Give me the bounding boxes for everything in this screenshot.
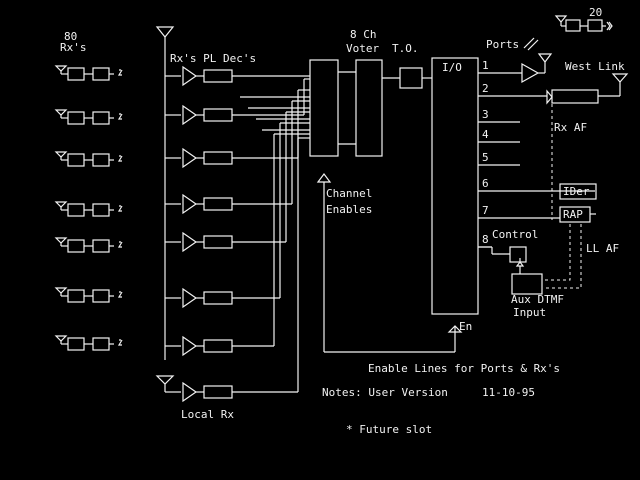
timeout-block <box>399 67 423 89</box>
future-slot-label: * Future slot <box>346 423 432 436</box>
receiver-amp-icon <box>182 65 198 87</box>
remote-link-4 <box>54 201 123 217</box>
remote-link-5 <box>54 237 123 253</box>
ider-label: IDer <box>563 185 590 198</box>
link-count-label: 20 <box>589 6 602 19</box>
pl-decoder-block <box>203 69 233 83</box>
ports-label: Ports <box>486 38 519 51</box>
pl-decoder-block <box>203 339 233 353</box>
pl-decoder-block <box>203 197 233 211</box>
io-block <box>431 57 479 315</box>
receiver-chains <box>165 65 310 357</box>
receiver-amp-icon <box>182 287 198 309</box>
timeout-label: T.O. <box>392 42 419 55</box>
remote-link-3 <box>54 151 123 167</box>
local-rx-label: Local Rx <box>181 408 234 421</box>
port-number-8: 8 <box>482 233 489 246</box>
enable-lines <box>316 173 463 353</box>
io-label: I/O <box>442 61 462 74</box>
enable-label: En <box>459 320 472 333</box>
remote-link-6 <box>54 287 123 303</box>
receiver-amp-icon <box>182 335 198 357</box>
date-label: 11-10-95 <box>482 386 535 399</box>
ll-af-line <box>545 224 582 289</box>
rx-chain-2 <box>165 78 310 126</box>
aux-dtmf-block <box>511 273 543 295</box>
remote-link-2 <box>54 109 123 125</box>
voter-input-block <box>309 59 339 157</box>
port-number-4: 4 <box>482 128 489 141</box>
aux-dtmf-label: Aux DTMF <box>511 293 564 306</box>
port-number-1: 1 <box>482 59 489 72</box>
rx-chain-3 <box>165 89 310 169</box>
rx-chain-5 <box>165 111 310 253</box>
remote-link-1 <box>54 65 123 81</box>
receiver-amp-icon <box>182 231 198 253</box>
voter-block <box>355 59 383 157</box>
receiver-amp-icon <box>182 193 198 215</box>
rx-chain-1 <box>165 65 310 87</box>
port-numbers: 1 2 3 4 5 6 7 8 <box>482 59 489 246</box>
port-number-6: 6 <box>482 177 489 190</box>
pl-decoder-block <box>203 151 233 165</box>
local-receiver <box>155 137 310 403</box>
port-number-7: 7 <box>482 204 489 217</box>
remote-count-label: 80 <box>64 30 77 43</box>
receive-antenna <box>155 26 175 360</box>
pl-decoder-block <box>203 235 233 249</box>
west-link-path <box>546 73 629 105</box>
receiver-amp-icon <box>182 104 198 126</box>
port-number-2: 2 <box>482 82 489 95</box>
channel-enables-label: Channel <box>326 187 372 200</box>
pl-decoder-block <box>203 108 233 122</box>
remote-link-7 <box>54 335 123 351</box>
channel-enables-label-2: Enables <box>326 203 372 216</box>
receiver-amp-icon <box>182 147 198 169</box>
west-link-label: West Link <box>565 60 625 73</box>
pl-decoder-block <box>203 291 233 305</box>
voter-channels-label: 8 Ch <box>350 28 377 41</box>
rx-chain-6 <box>165 122 310 309</box>
port-number-5: 5 <box>482 151 489 164</box>
ll-af-label: LL AF <box>586 242 619 255</box>
rap-label: RAP <box>563 208 583 221</box>
aux-dtmf-input-label: Input <box>513 306 546 319</box>
remote-rxs-label: Rx's <box>60 41 87 54</box>
port-number-3: 3 <box>482 108 489 121</box>
link-transmitter <box>521 37 553 84</box>
rx-chain-4 <box>165 100 310 215</box>
remote-receiver-links <box>54 65 123 351</box>
notes-label: Notes: User Version <box>322 386 448 399</box>
rx-chain-7 <box>165 133 310 357</box>
link-receiver-20 <box>554 15 613 32</box>
rx-pl-decs-label: Rx's PL Dec's <box>170 52 256 65</box>
rx-af-label: Rx AF <box>554 121 587 134</box>
ider-block <box>559 183 597 200</box>
enable-lines-label: Enable Lines for Ports & Rx's <box>368 362 560 375</box>
control-label: Control <box>492 228 538 241</box>
voter-label: Voter <box>346 42 379 55</box>
